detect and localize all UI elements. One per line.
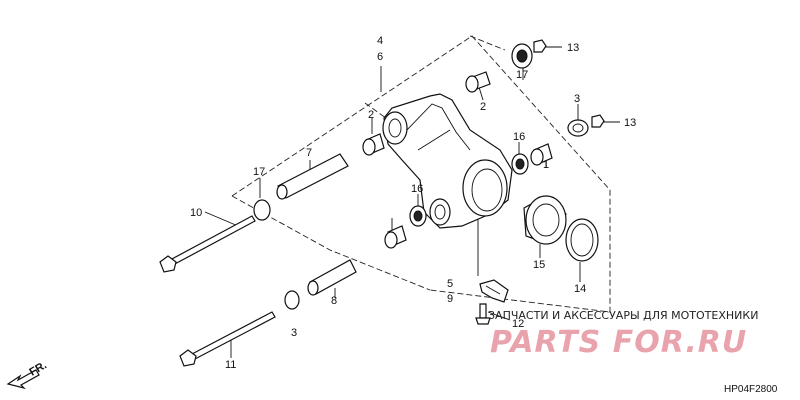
callout-9: 9 <box>447 293 453 305</box>
bushing-part-2-left <box>362 133 385 156</box>
swingarm <box>382 93 513 229</box>
callout-5: 5 <box>447 278 453 290</box>
washer-lower <box>284 290 300 310</box>
nut-part-13-right <box>591 114 605 128</box>
callout-12: 12 <box>512 318 524 330</box>
bushing-lower-left <box>384 225 407 249</box>
bolt-part-12 <box>475 303 491 325</box>
callout-11: 11 <box>225 359 236 371</box>
callout-15: 15 <box>533 259 545 271</box>
callout-13-right: 13 <box>624 117 636 129</box>
callout-8: 8 <box>331 295 337 307</box>
callout-14: 14 <box>574 283 586 295</box>
callout-4: 4 <box>377 35 383 47</box>
washer-part-17-left <box>253 199 271 221</box>
pipe-part-8 <box>307 259 357 296</box>
bearing-part-17-upper <box>511 43 533 69</box>
callout-6: 6 <box>377 51 383 63</box>
callout-2-upper: 2 <box>480 101 486 113</box>
callout-16-right: 16 <box>513 131 525 143</box>
callout-10: 10 <box>190 207 202 219</box>
callout-2-left: 2 <box>368 109 374 121</box>
diagram-code: HP04F2800 <box>724 384 778 395</box>
ring-part-14 <box>565 218 599 262</box>
callout-16-left: 16 <box>411 183 423 195</box>
watermark-tagline: ЗАПЧАСТИ И АКСЕССУАРЫ ДЛЯ МОТОТЕХНИКИ <box>488 309 758 322</box>
bushing-part-2-upper <box>465 71 491 93</box>
pipe-part-7 <box>276 153 349 200</box>
seal-part-16-right <box>511 153 529 175</box>
direction-arrow-icon <box>6 369 40 390</box>
bushing-part-1 <box>530 143 553 166</box>
bolt-part-10 <box>159 215 256 273</box>
watermark-logo: PARTS FOR.RU <box>490 325 747 360</box>
watermark: ЗАПЧАСТИ И АКСЕССУАРЫ ДЛЯ МОТОТЕХНИКИ PA… <box>488 309 758 360</box>
bearing-part-15 <box>523 195 567 245</box>
bolt-part-11 <box>179 311 276 367</box>
callout-13-upper: 13 <box>567 42 579 54</box>
direction-label: FR. <box>28 359 49 378</box>
callout-3-right: 3 <box>574 93 580 105</box>
callout-7: 7 <box>306 147 312 159</box>
callouts: 4 6 17 13 2 3 13 2 16 1 7 17 16 10 15 14… <box>190 35 636 371</box>
callout-17-upper: 17 <box>516 69 528 81</box>
callout-1: 1 <box>543 159 549 171</box>
callout-3-lower: 3 <box>291 327 297 339</box>
front-direction-indicator: FR. <box>6 359 49 390</box>
clip-part-5-9 <box>479 279 509 303</box>
nut-part-13-upper <box>533 39 547 53</box>
seal-part-16-left <box>409 205 427 227</box>
collar-part-3-right <box>567 119 589 137</box>
callout-17-left: 17 <box>253 166 265 178</box>
